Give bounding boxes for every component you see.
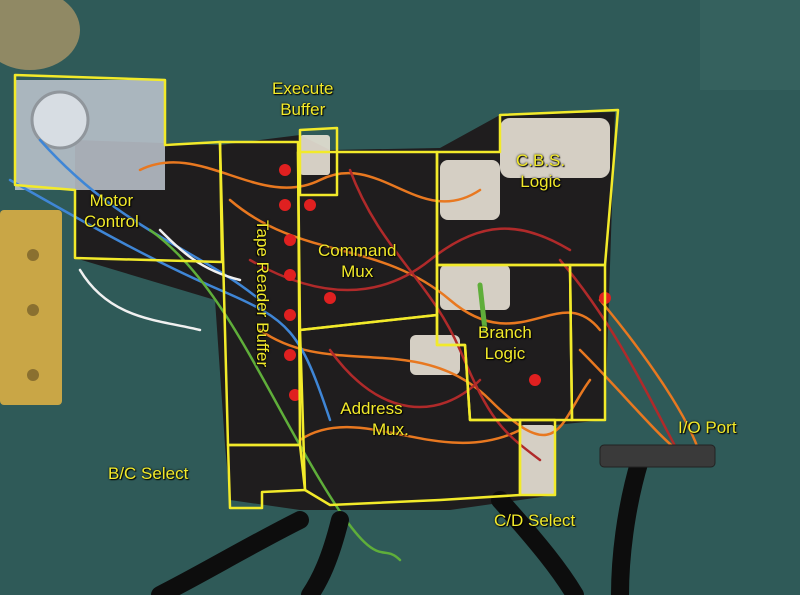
acrylic-corner — [700, 0, 800, 90]
address-mux-label: Address Mux. — [334, 398, 409, 440]
address-mux-line1: Address — [340, 399, 403, 418]
branch-logic-line2: Logic — [484, 344, 526, 363]
black-cables — [151, 451, 649, 595]
execute-buffer-label: Execute Buffer — [272, 78, 333, 120]
bc-select-label: B/C Select — [108, 464, 189, 483]
white-components — [300, 118, 610, 495]
brass-hinge — [0, 210, 62, 405]
relay-socket — [30, 90, 90, 150]
cbs-logic-line2: Logic — [520, 172, 561, 191]
execute-buffer-line1: Execute — [272, 79, 334, 98]
outline-right-column — [568, 263, 607, 422]
wiring — [8, 138, 702, 562]
outline-execute-buffer — [298, 126, 339, 197]
motor-control-line2: Control — [84, 212, 139, 231]
region-outlines — [13, 73, 620, 510]
outline-cd-select — [518, 418, 557, 497]
address-mux-line2: Mux. — [372, 420, 409, 439]
command-mux-label: Command Mux — [318, 240, 396, 282]
outline-bc-select — [226, 443, 307, 510]
command-mux-line1: Command — [318, 241, 397, 260]
branch-logic-line1: Branch — [478, 323, 532, 342]
tape-reader-buffer-label: Tape Reader Buffer — [253, 220, 272, 368]
motor-control-line1: Motor — [89, 191, 134, 210]
cd-select-label: C/D Select — [494, 511, 576, 530]
branch-logic-label: Branch Logic — [478, 322, 532, 364]
light-glare — [0, 0, 80, 70]
io-port-label: I/O Port — [678, 418, 737, 437]
red-leds — [279, 164, 611, 401]
cbs-logic-line1: C.B.S. — [516, 151, 566, 170]
execute-buffer-line2: Buffer — [280, 100, 326, 119]
command-mux-line2: Mux — [341, 262, 374, 281]
cbs-logic-label: C.B.S. Logic — [516, 150, 565, 192]
io-connector — [599, 444, 716, 468]
motor-control-label: Motor Control — [84, 190, 139, 232]
